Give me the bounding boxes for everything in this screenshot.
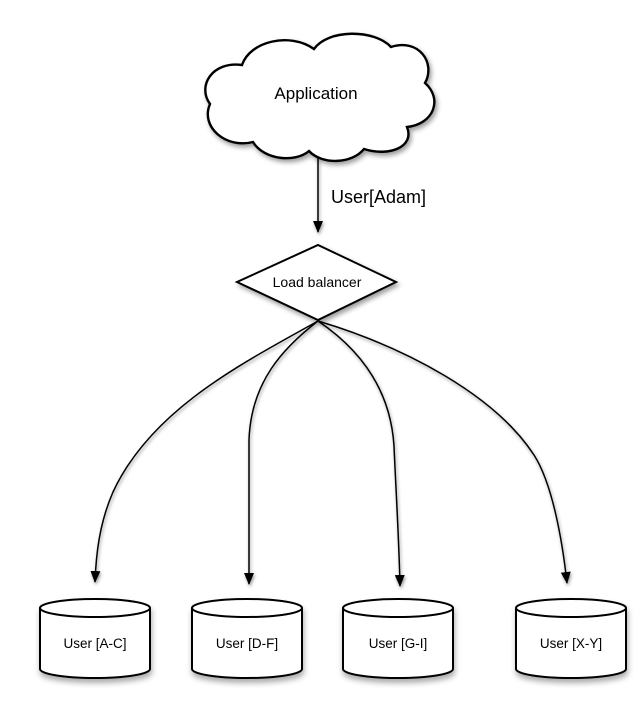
shard-xy-node xyxy=(515,598,627,679)
edge-lb-to-shard-ac xyxy=(90,320,319,583)
edge-lb-to-shard-xy xyxy=(317,320,571,584)
shard-ac-node xyxy=(39,598,151,679)
cloud-shape xyxy=(204,32,436,163)
cylinder-top xyxy=(39,598,151,618)
shard-df-label: User [D-F] xyxy=(216,636,278,651)
load-balancer-node xyxy=(234,243,399,322)
cylinder-body xyxy=(191,608,303,679)
cylinder-top xyxy=(191,598,303,618)
shard-gi-label: User [G-I] xyxy=(369,636,428,651)
application-label: Application xyxy=(274,84,357,103)
edges-lb-to-shards xyxy=(90,320,571,587)
edge-app-to-lb-label: User[Adam] xyxy=(331,187,426,207)
shard-gi-node xyxy=(342,598,454,679)
application-cloud-node xyxy=(204,32,436,163)
shard-xy-label: User [X-Y] xyxy=(540,636,602,651)
cylinder-body xyxy=(515,608,627,679)
load-balancer-label: Load balancer xyxy=(273,274,362,290)
edge-lb-to-shard-gi xyxy=(317,320,405,587)
cylinder-top xyxy=(515,598,627,618)
edge-lb-to-shard-df xyxy=(244,320,319,585)
cylinder-top xyxy=(342,598,454,618)
shard-df-node xyxy=(191,598,303,679)
cylinder-body xyxy=(39,608,151,679)
cylinder-body xyxy=(342,608,454,679)
diamond-shape xyxy=(234,243,399,322)
shard-ac-label: User [A-C] xyxy=(63,636,126,651)
